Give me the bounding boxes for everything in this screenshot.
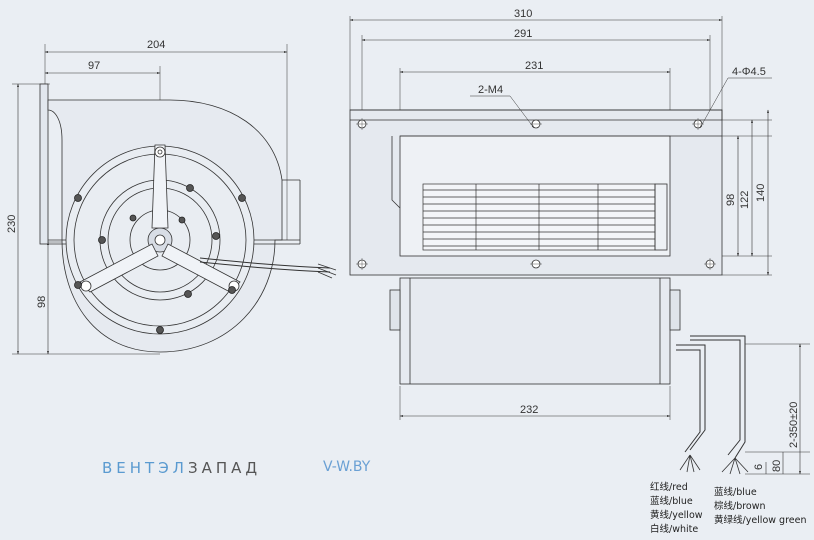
dim-front-height: 230 [6, 215, 18, 233]
front-view [12, 44, 337, 355]
dim-side-mount: 291 [514, 28, 532, 40]
dim-front-axis: 98 [36, 296, 48, 308]
wire-legend-right: 蓝线/blue 棕线/brown 黄绿线/yellow green [714, 486, 807, 528]
wire-label: 红线/red [650, 482, 688, 493]
dimension-labels: 204 97 230 98 310 291 231 232 2-M4 4-Φ4.… [6, 8, 800, 472]
wire-label: 白线/white [650, 524, 699, 535]
wire-label: 黄绿线/yellow green [714, 515, 807, 526]
dim-side-h98: 98 [725, 194, 737, 206]
dim-side-h122: 122 [739, 191, 751, 209]
hole-label: 4-Φ4.5 [732, 66, 766, 78]
dim-front-width: 204 [147, 39, 165, 51]
dim-side-wheel: 231 [525, 60, 543, 72]
wire-label: 黄线/yellow [650, 510, 703, 521]
side-view [349, 16, 810, 475]
thread-label: 2-M4 [478, 84, 503, 96]
dim-lead-length: 2-350±20 [788, 402, 800, 448]
wire-label: 棕线/brown [714, 501, 766, 512]
dim-lead-80: 80 [771, 460, 783, 472]
dim-lead-6: 6 [753, 464, 765, 470]
brand-part2: ЗАПАД [187, 459, 262, 477]
dim-side-h140: 140 [755, 184, 767, 202]
wire-legend-left: 红线/red 蓝线/blue 黄线/yellow 白线/white [650, 481, 703, 537]
wire-label: 蓝线/blue [650, 496, 693, 507]
brand-watermark: ВЕНТЭЛЗАПАД [102, 459, 261, 477]
brand-part1: ВЕНТЭЛ [102, 459, 188, 477]
site-watermark: V-W.BY [323, 459, 371, 475]
wire-label: 蓝线/blue [714, 487, 757, 498]
dim-front-inner: 97 [88, 60, 100, 72]
dim-side-overall: 310 [514, 8, 532, 20]
dim-side-motor: 232 [520, 404, 538, 416]
